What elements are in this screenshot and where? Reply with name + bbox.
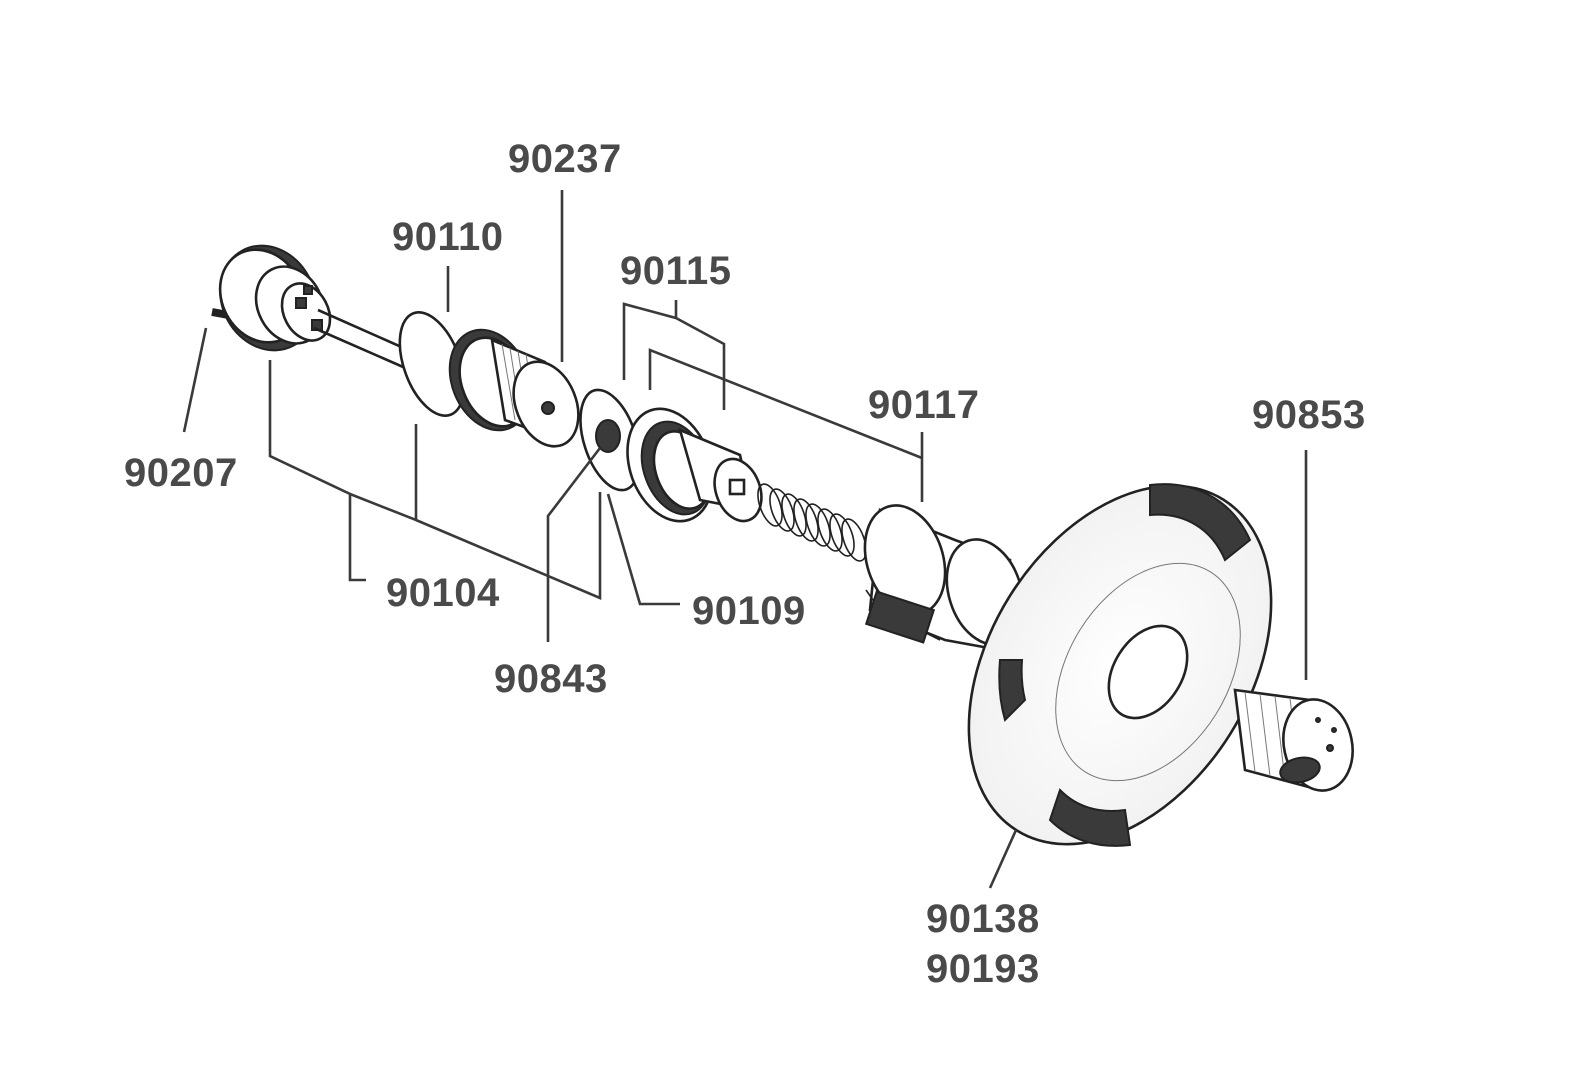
part-labels: 90237 90110 90115 90117 90853 90207 9010… bbox=[124, 137, 1366, 991]
part-valve-body[interactable] bbox=[435, 318, 590, 456]
label-90110[interactable]: 90110 bbox=[392, 215, 504, 259]
label-90104[interactable]: 90104 bbox=[386, 571, 500, 615]
part-seal-90843[interactable] bbox=[595, 419, 621, 453]
label-90853[interactable]: 90853 bbox=[1252, 393, 1366, 437]
label-90237[interactable]: 90237 bbox=[508, 137, 622, 181]
label-90117[interactable]: 90117 bbox=[868, 383, 980, 427]
label-90193[interactable]: 90193 bbox=[926, 947, 1040, 991]
label-90138[interactable]: 90138 bbox=[926, 897, 1040, 941]
part-spring[interactable] bbox=[753, 481, 871, 564]
label-90115[interactable]: 90115 bbox=[620, 249, 732, 293]
part-end-cap-90853[interactable] bbox=[1233, 688, 1361, 797]
label-90207[interactable]: 90207 bbox=[124, 451, 238, 495]
part-flange-disc[interactable] bbox=[906, 431, 1333, 900]
part-hex-body[interactable] bbox=[613, 397, 770, 533]
leader-lines bbox=[182, 190, 1308, 889]
label-90843[interactable]: 90843 bbox=[494, 657, 608, 701]
label-90109[interactable]: 90109 bbox=[692, 589, 806, 633]
